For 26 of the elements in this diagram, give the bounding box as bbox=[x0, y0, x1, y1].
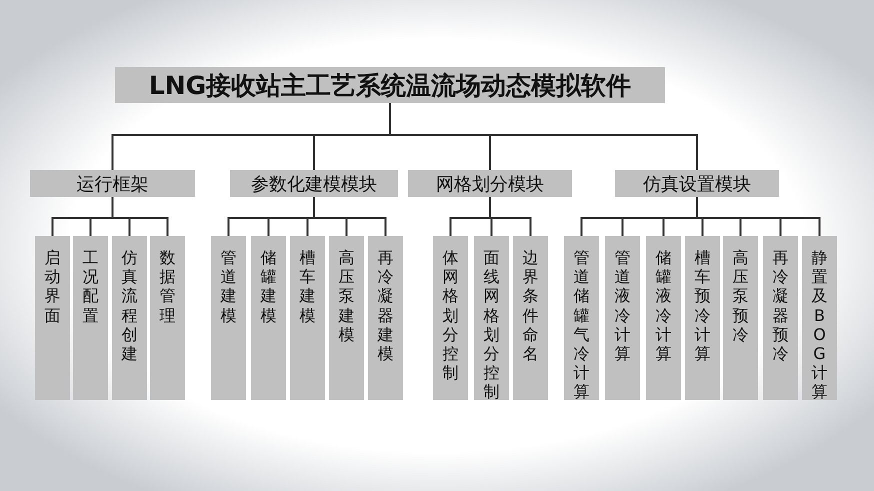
function-box: 静置及BOG计算 bbox=[802, 236, 837, 400]
function-box: 再冷凝器建模 bbox=[368, 236, 403, 400]
function-box: 管道储罐气冷计算 bbox=[564, 236, 599, 400]
function-box: 再冷凝器预冷 bbox=[763, 236, 798, 400]
connector-line bbox=[313, 197, 386, 236]
function-box: 体网格划分控制 bbox=[433, 236, 468, 400]
function-box: 储罐建模 bbox=[251, 236, 286, 400]
function-box: 管道液冷计算 bbox=[605, 236, 640, 400]
module-box: 仿真设置模块 bbox=[615, 170, 779, 197]
module-box: 运行框架 bbox=[30, 170, 195, 197]
function-box: 边界条件命名 bbox=[513, 236, 548, 400]
function-box: 槽车建模 bbox=[290, 236, 325, 400]
function-box: 面线网格划分控制 bbox=[474, 236, 509, 400]
title-box: LNG接收站主工艺系统温流场动态模拟软件 bbox=[115, 67, 665, 103]
function-box: 启动界面 bbox=[35, 236, 70, 400]
function-box: 槽车预冷计算 bbox=[685, 236, 720, 400]
module-box: 网格划分模块 bbox=[408, 170, 572, 197]
function-box: 管道建模 bbox=[211, 236, 246, 400]
module-box: 参数化建模模块 bbox=[230, 170, 398, 197]
function-box: 数据管理 bbox=[150, 236, 185, 400]
function-box: 仿真流程创建 bbox=[112, 236, 147, 400]
function-box: 储罐液冷计算 bbox=[646, 236, 681, 400]
function-box: 高压泵预冷 bbox=[723, 236, 758, 400]
connector-line bbox=[389, 103, 698, 170]
function-box: 高压泵建模 bbox=[329, 236, 364, 400]
function-box: 工况配置 bbox=[73, 236, 108, 400]
